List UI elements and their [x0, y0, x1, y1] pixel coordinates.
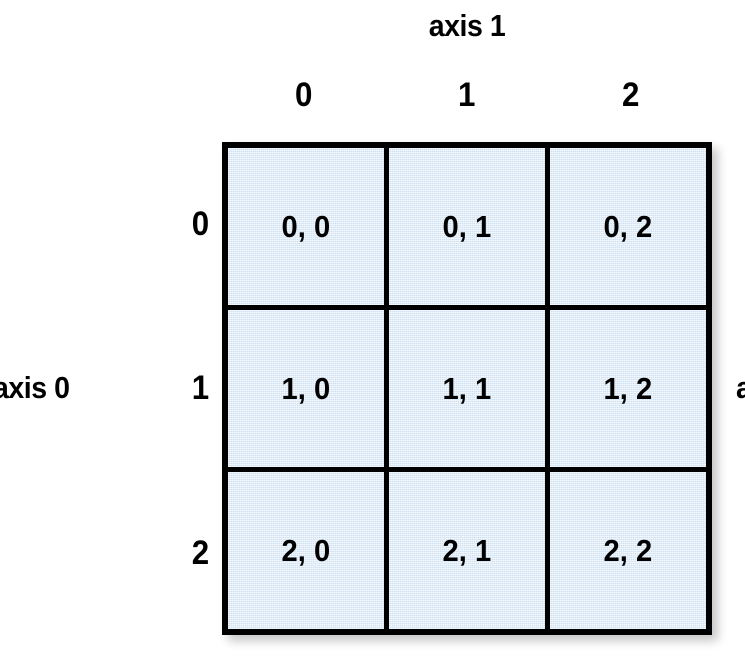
grid-cell: 2, 0 — [228, 472, 384, 629]
grid-cell: 0, 0 — [228, 148, 384, 305]
cell-label-1-1: 1, 1 — [442, 371, 492, 406]
grid-cell: 0, 1 — [389, 148, 545, 305]
cell-label-1-2: 1, 2 — [603, 371, 653, 406]
row-header-0-text: 0 — [191, 205, 210, 244]
cell-label-2-1: 2, 1 — [442, 533, 492, 568]
column-header-0: 0 — [294, 76, 313, 114]
cell-label-1-0: 1, 0 — [281, 371, 331, 406]
axis-1-title: axis 1 — [428, 8, 506, 43]
row-header-0: 0 — [170, 142, 210, 306]
axis-0-label: axis 0 — [0, 370, 70, 405]
column-header-row: 0 1 2 — [222, 78, 712, 124]
column-header-1: 1 — [458, 76, 476, 114]
matrix-grid: 0, 0 0, 1 0, 2 1, 0 1, 1 1, 2 2, 0 2, 1 … — [222, 142, 712, 635]
column-header-2: 2 — [621, 76, 640, 114]
grid-cell: 1, 1 — [389, 310, 545, 467]
grid-cell: 1, 2 — [550, 310, 706, 467]
row-header-1: 1 — [170, 306, 210, 470]
cell-label-2-0: 2, 0 — [281, 533, 331, 568]
grid-cell: 2, 1 — [389, 472, 545, 629]
row-header-1-text: 1 — [191, 369, 210, 408]
cell-label-0-0: 0, 0 — [281, 209, 331, 244]
row-header-2: 2 — [170, 471, 210, 635]
grid-cell: 2, 2 — [550, 472, 706, 629]
grid-cell: 0, 2 — [550, 148, 706, 305]
row-header-column: 0 1 2 — [170, 142, 210, 635]
cell-label-0-1: 0, 1 — [442, 209, 492, 244]
grid-cell: 1, 0 — [228, 310, 384, 467]
cell-label-2-2: 2, 2 — [603, 533, 653, 568]
right-edge-clipped-label: a — [736, 372, 745, 403]
cell-label-0-2: 0, 2 — [603, 209, 653, 244]
row-header-2-text: 2 — [191, 533, 210, 572]
